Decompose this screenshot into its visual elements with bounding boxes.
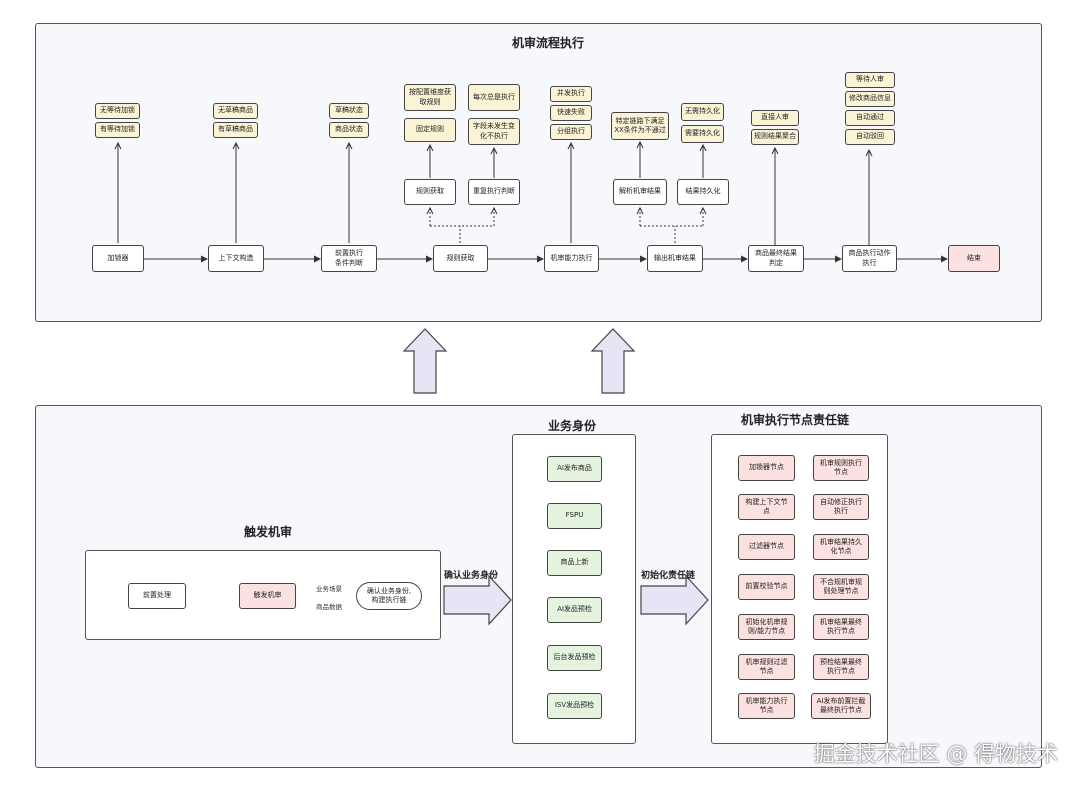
tag-goods-state: 商品状态 bbox=[329, 122, 369, 138]
sub-node-persist: 结果持久化 bbox=[677, 179, 729, 205]
trigger-title: 触发机审 bbox=[244, 525, 293, 539]
biz-item: FSPU bbox=[547, 503, 602, 529]
tag-rule-by-config: 按配置维度获 取规则 bbox=[404, 84, 456, 111]
chain-node: 机审能力执行 节点 bbox=[738, 693, 795, 719]
chain-node: 机审规则过滤 节点 bbox=[738, 654, 795, 680]
confirm-identity-node: 确认业务身份, 构建执行链 bbox=[356, 582, 422, 610]
main-node-lock: 加锁器 bbox=[92, 245, 144, 272]
scene-label: 业务场景 bbox=[316, 585, 342, 593]
main-node-ability: 机审能力执行 bbox=[544, 245, 599, 272]
chain-node: 过滤器节点 bbox=[738, 534, 795, 560]
trigger-node: 触发机审 bbox=[239, 583, 296, 609]
tag-lock-nowait: 无等待加锁 bbox=[95, 103, 140, 119]
chain-node: AI发布前置拦截 最终执行节点 bbox=[811, 693, 871, 719]
main-node-output: 输出机审结果 bbox=[647, 245, 703, 272]
biz-item: 后台发品预检 bbox=[547, 645, 602, 671]
top-title: 机审流程执行 bbox=[512, 36, 585, 50]
tag-no-change-skip: 字段未发生变 化不执行 bbox=[468, 118, 520, 145]
goods-data-label: 商品数据 bbox=[316, 603, 342, 611]
chain-node: 构建上下文节 点 bbox=[738, 494, 795, 520]
tag-group-run: 分组执行 bbox=[550, 124, 592, 140]
main-node-end: 结束 bbox=[948, 245, 1000, 272]
sub-node-repeat-check: 重复执行判断 bbox=[468, 179, 520, 205]
sub-node-parse-result: 解析机审结果 bbox=[613, 179, 667, 205]
tag-fixed-rule: 固定规则 bbox=[404, 118, 456, 142]
chain-node: 机审结果最终 执行节点 bbox=[813, 614, 869, 640]
biz-identity-panel bbox=[512, 434, 636, 744]
main-node-action: 商品执行动作 执行 bbox=[842, 245, 897, 272]
tag-auto-reject: 自动驳回 bbox=[845, 129, 895, 145]
tag-draft-state: 草稿状态 bbox=[329, 103, 369, 119]
biz-item: AI发品预检 bbox=[547, 597, 602, 623]
chain-node: 加锁器节点 bbox=[738, 455, 795, 481]
tag-wait-manual: 等待人审 bbox=[845, 72, 895, 88]
tag-rule-aggregate: 规则结果聚合 bbox=[751, 129, 799, 145]
watermark: 掘金技术社区 @ 得物技术 bbox=[813, 742, 1058, 766]
chain-node: 不合规机审规 则处理节点 bbox=[813, 574, 869, 600]
tag-specific-chain: 特定链路下满足 XX条件为不通过 bbox=[611, 112, 669, 140]
chain-node: 预检结果最终 执行节点 bbox=[813, 654, 869, 680]
biz-identity-title: 业务身份 bbox=[548, 419, 597, 433]
tag-concurrent: 并发执行 bbox=[550, 86, 592, 102]
biz-item: ISV发品预检 bbox=[547, 693, 602, 719]
chain-node: 初始化机审规 则/能力节点 bbox=[738, 614, 795, 640]
tag-lock-wait: 有等待加锁 bbox=[95, 122, 140, 138]
tag-direct-manual: 直接人审 bbox=[751, 110, 799, 126]
tag-auto-pass: 自动通过 bbox=[845, 110, 895, 126]
sub-node-rule-fetch: 规则获取 bbox=[404, 179, 456, 205]
biz-item: 商品上新 bbox=[547, 550, 602, 576]
tag-ctx-nodraft: 无草稿商品 bbox=[213, 103, 258, 119]
pre-process-node: 前置处理 bbox=[128, 583, 186, 609]
biz-item: AI发布商品 bbox=[547, 456, 602, 482]
chain-title: 机审执行节点责任链 bbox=[741, 413, 850, 427]
tag-fail-fast: 快速失败 bbox=[550, 105, 592, 121]
tag-no-persist: 无需持久化 bbox=[681, 103, 724, 121]
chain-node: 机审规则执行 节点 bbox=[813, 455, 869, 481]
tag-ctx-draft: 有草稿商品 bbox=[213, 122, 258, 138]
tag-need-persist: 需要持久化 bbox=[681, 125, 724, 143]
main-node-context: 上下文构造 bbox=[208, 245, 264, 272]
tag-modify-goods: 修改商品信息 bbox=[845, 91, 895, 107]
tag-always-run: 每次总是执行 bbox=[468, 84, 520, 111]
main-node-rule-fetch: 规则获取 bbox=[433, 245, 488, 272]
chain-node: 机审结果持久 化节点 bbox=[813, 534, 869, 560]
arrow-init-chain-label: 初始化责任链 bbox=[641, 571, 696, 581]
arrow-confirm-label: 确认业务身份 bbox=[444, 571, 499, 581]
main-node-precondition: 前置执行 条件判断 bbox=[321, 245, 377, 272]
chain-node: 前置校验节点 bbox=[738, 574, 795, 600]
main-node-final-judge: 商品最终结果 判定 bbox=[748, 245, 804, 272]
chain-node: 自动修正执行 执行 bbox=[813, 494, 869, 520]
